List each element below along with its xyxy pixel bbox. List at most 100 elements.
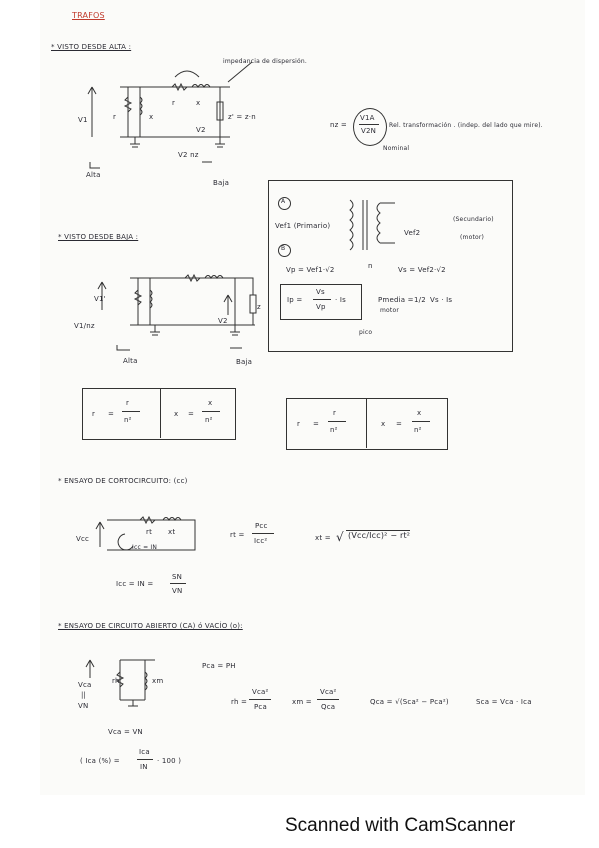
- label-v1-prime: V1': [94, 295, 106, 303]
- xm-eq: xm =: [292, 698, 312, 706]
- pmedia-rest: Vs · Is: [430, 296, 453, 304]
- camscanner-watermark: Scanned with CamScanner: [285, 815, 516, 836]
- section-heading-baja: * VISTO DESDE BAJA :: [58, 233, 139, 241]
- xm-num: Vca²: [320, 688, 337, 696]
- ip-is: · Is: [335, 296, 346, 304]
- f2-den: n²: [205, 416, 213, 424]
- ica-bar: [137, 759, 153, 760]
- node-b: B: [281, 245, 286, 252]
- ratio-bar: [359, 124, 379, 125]
- f2-lhs: x: [174, 410, 179, 418]
- circuit-ca: [85, 659, 155, 707]
- rh-num: Vca²: [252, 688, 269, 696]
- label-vn: VN: [78, 702, 89, 710]
- node-a: A: [281, 198, 286, 205]
- f4-num: x: [417, 409, 422, 417]
- label-ca-xm: xm: [152, 677, 164, 685]
- pca-eq: Pca = PH: [202, 662, 236, 670]
- circuit-alta: [87, 61, 253, 169]
- label-z-2: z: [257, 303, 261, 311]
- section-heading-alta: * VISTO DESDE ALTA :: [51, 43, 132, 51]
- f3-lhs: r: [297, 420, 301, 428]
- page-title: TRAFOS: [72, 11, 105, 20]
- label-v2nz: V2 nz: [178, 151, 199, 159]
- label-eq: ||: [81, 691, 87, 699]
- vef1-label: Vef1 (Primario): [275, 222, 331, 230]
- ica-tail: · 100 ): [157, 757, 182, 765]
- f4-den: n²: [414, 426, 422, 434]
- f3-den: n²: [330, 426, 338, 434]
- f1-num: r: [126, 399, 130, 407]
- n-label: n: [368, 262, 373, 270]
- section-heading-cc: * ENSAYO DE CORTOCIRCUITO: (cc): [58, 477, 188, 485]
- rh-den: Pca: [254, 703, 267, 711]
- qca-eq: Qca = √(Sca² − Pca²): [370, 698, 449, 706]
- formula-box-left: [82, 388, 236, 440]
- ica-den: IN: [140, 763, 148, 771]
- ratio-den: V2N: [361, 127, 377, 135]
- label-v1: V1: [78, 116, 88, 124]
- rt-den: Icc²: [254, 537, 268, 545]
- rh-eq: rh =: [231, 698, 248, 706]
- label-cc-rt: rt: [146, 528, 153, 536]
- ica-pct: ( Ica (%) =: [80, 757, 120, 765]
- rt-num: Pcc: [255, 522, 268, 530]
- icc-num: SN: [172, 573, 183, 581]
- impedance-note: impedancia de dispersión.: [223, 58, 307, 65]
- secundario-label: (Secundario): [453, 216, 494, 223]
- ica-num: Ica: [139, 748, 150, 756]
- section-heading-ca: * ENSAYO DE CIRCUITO ABIERTO (CA) ó VACÍ…: [58, 622, 243, 630]
- f3-num: r: [333, 409, 337, 417]
- nominal-note: Nominal: [383, 145, 410, 152]
- formula-box-right: [286, 398, 448, 450]
- vp-eq: Vp = Vef1·√2: [286, 266, 335, 274]
- nz-label: nz =: [330, 121, 348, 129]
- f3-bar: [328, 421, 346, 422]
- ratio-num: V1A: [360, 114, 375, 122]
- icc-eq: Icc = IN =: [116, 580, 154, 588]
- label-icc-in: Icc = IN: [132, 544, 158, 551]
- f1-den: n²: [124, 416, 132, 424]
- label-alta: Alta: [86, 171, 101, 179]
- circuit-baja: [97, 273, 257, 351]
- label-v2-2: V2: [218, 317, 228, 325]
- rh-bar: [249, 699, 271, 700]
- circuit-cc: [95, 515, 196, 551]
- scanned-sheet: [40, 0, 585, 795]
- label-baja-2: Baja: [236, 358, 253, 366]
- f2-bar: [202, 411, 220, 412]
- label-rt: r: [172, 99, 176, 107]
- ip-eq: Ip =: [287, 296, 303, 304]
- label-ca-rh: rh: [112, 677, 120, 685]
- icc-den: VN: [172, 587, 183, 595]
- label-vca: Vca: [78, 681, 92, 689]
- vef2-label: Vef2: [404, 229, 421, 237]
- vs-eq: Vs = Vef2·√2: [398, 266, 446, 274]
- xt-sqrt: (Vcc/Icc)² − rt²: [346, 530, 411, 540]
- formula-box-left-divider: [160, 388, 161, 438]
- ratio-circle: [353, 108, 387, 146]
- label-xm: x: [149, 113, 154, 121]
- f4-lhs: x: [381, 420, 386, 428]
- label-alta-2: Alta: [123, 357, 138, 365]
- formula-box-right-divider: [366, 398, 367, 448]
- node-a-circle: [278, 197, 291, 210]
- f1-lhs: r: [92, 410, 96, 418]
- ip-den: Vp: [316, 303, 326, 311]
- xm-den: Qca: [321, 703, 336, 711]
- label-v1-nz: V1/nz: [74, 322, 95, 330]
- motor-label: (motor): [460, 234, 485, 241]
- label-cc-xt: xt: [168, 528, 176, 536]
- sca-eq: Sca = Vca · Ica: [476, 698, 532, 706]
- vca-vn: Vca = VN: [108, 728, 143, 736]
- transformer-box: [268, 180, 513, 352]
- ip-box: [280, 284, 362, 320]
- f4-bar: [412, 421, 430, 422]
- pmedia-eq: Pmedia =: [378, 296, 414, 304]
- rt-bar: [252, 533, 274, 534]
- label-xt: x: [196, 99, 201, 107]
- label-v2: V2: [196, 126, 206, 134]
- motor-label-2: motor: [380, 307, 400, 314]
- ratio-note: Rel. transformación . (indep. del lado q…: [389, 122, 543, 129]
- label-rh: r: [113, 113, 117, 121]
